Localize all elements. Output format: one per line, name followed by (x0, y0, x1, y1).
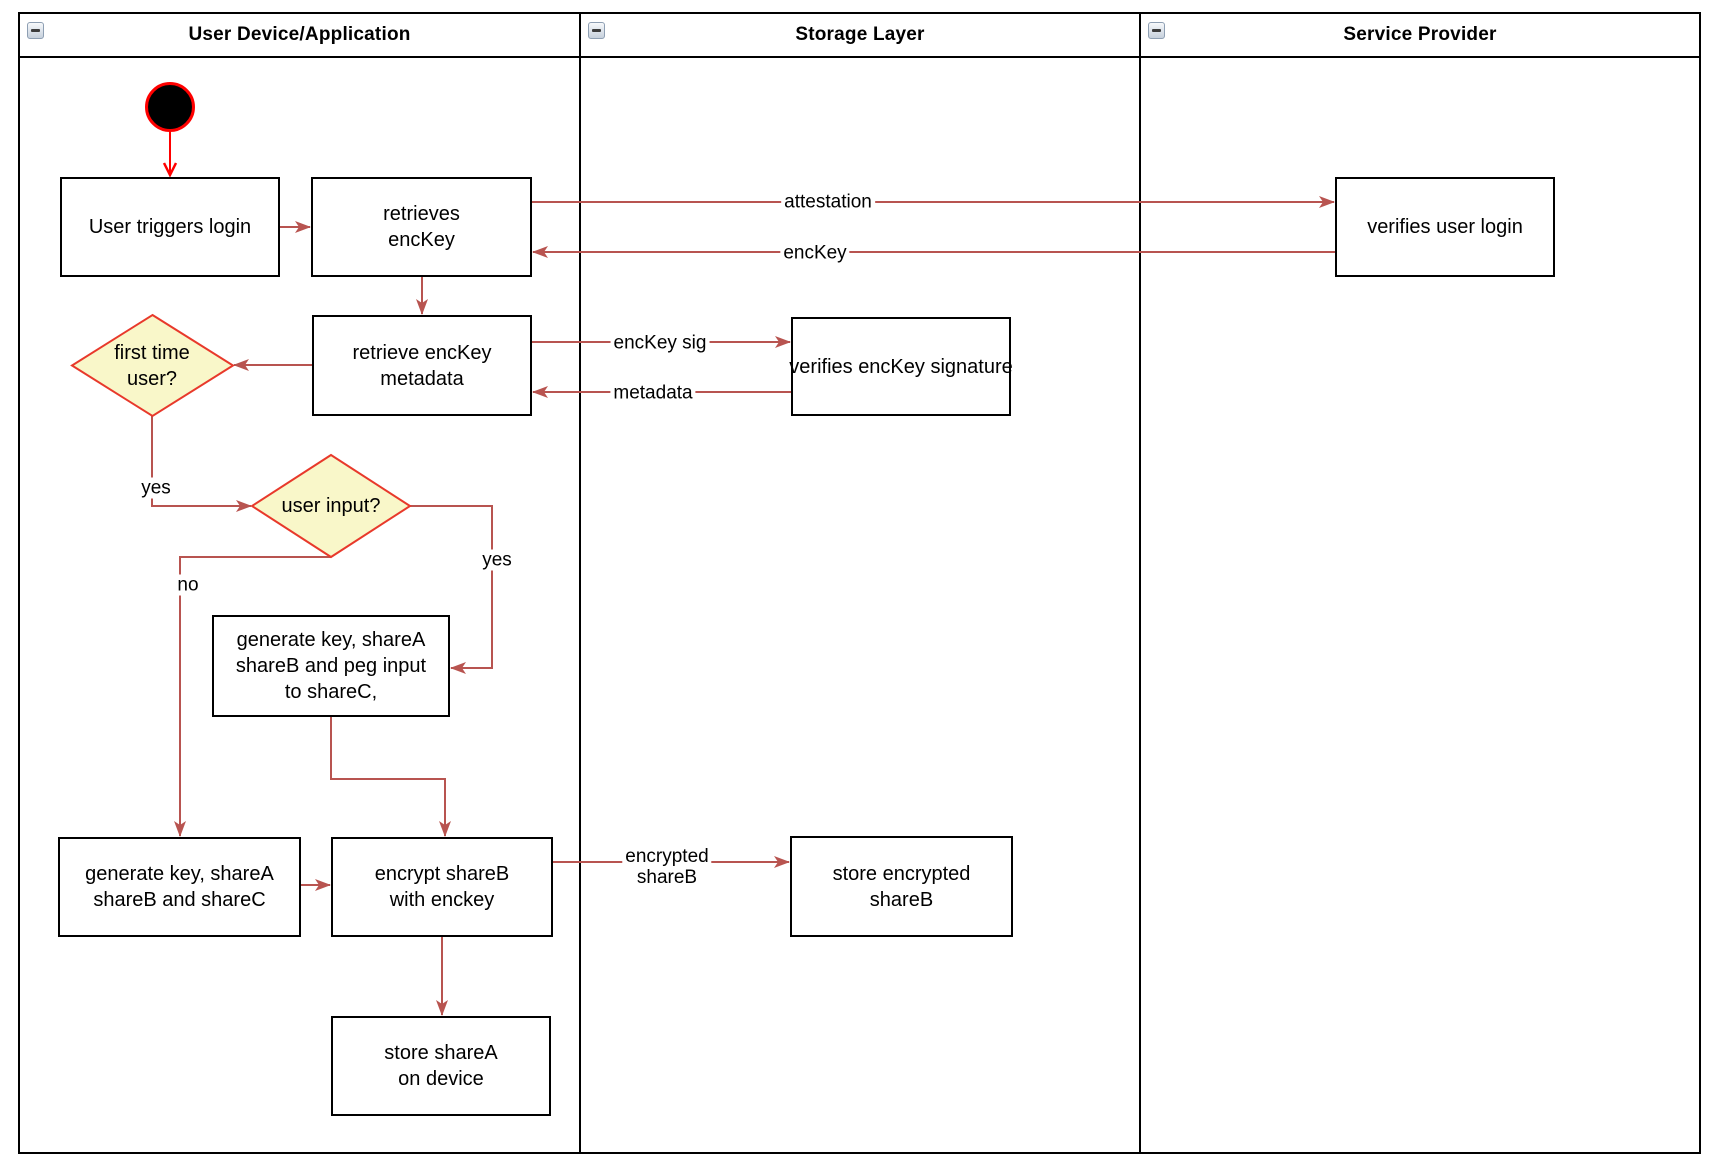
node-store-sharea[interactable]: store shareA on device (331, 1016, 551, 1116)
edge-label-yes-user-input: yes (479, 549, 515, 571)
edge-peg-to-encrypt (330, 717, 451, 837)
edge-label-attestation: attestation (781, 191, 875, 213)
edge-label-no-user-input: no (174, 574, 202, 596)
lane-title-service-provider: Service Provider (1343, 24, 1497, 45)
node-verifies-enckey-signature[interactable]: verifies encKey signature (789, 317, 1013, 416)
collapse-icon[interactable] (1148, 22, 1165, 39)
collapse-icon[interactable] (588, 22, 605, 39)
decision-user-input[interactable] (250, 453, 412, 559)
minus-icon (31, 29, 40, 32)
edge-label-enckey-sig: encKey sig (610, 332, 710, 354)
edge-no-to-generate (174, 556, 331, 837)
node-generate-key-peg-input[interactable]: generate key, shareA shareB and peg inpu… (212, 615, 450, 717)
node-retrieves-enckey[interactable]: retrieves encKey (311, 177, 532, 277)
decision-first-time-user[interactable] (70, 313, 235, 418)
node-generate-key-sharec[interactable]: generate key, shareA shareB and shareC (58, 837, 301, 937)
edge-label-encrypted-shareb: encrypted shareB (622, 846, 712, 888)
minus-icon (1152, 29, 1161, 32)
edge-label-enckey: encKey (780, 242, 850, 264)
edge-yes-to-peg (410, 505, 493, 674)
edge-label-metadata: metadata (610, 382, 696, 404)
node-encrypt-shareb[interactable]: encrypt shareB with enckey (331, 837, 553, 937)
node-verifies-user-login[interactable]: verifies user login (1335, 177, 1555, 277)
node-user-triggers-login[interactable]: User triggers login (60, 177, 280, 277)
node-store-encrypted-shareb[interactable]: store encrypted shareB (790, 836, 1013, 937)
minus-icon (592, 29, 601, 32)
lane-title-user-device: User Device/Application (188, 24, 411, 45)
edge-label-yes-first-time: yes (138, 477, 174, 499)
edge-yes-to-userinput (151, 416, 252, 512)
lane-title-storage-layer: Storage Layer (795, 24, 925, 45)
node-retrieve-enckey-metadata[interactable]: retrieve encKey metadata (312, 315, 532, 416)
collapse-icon[interactable] (27, 22, 44, 39)
start-state-circle[interactable] (145, 82, 195, 132)
